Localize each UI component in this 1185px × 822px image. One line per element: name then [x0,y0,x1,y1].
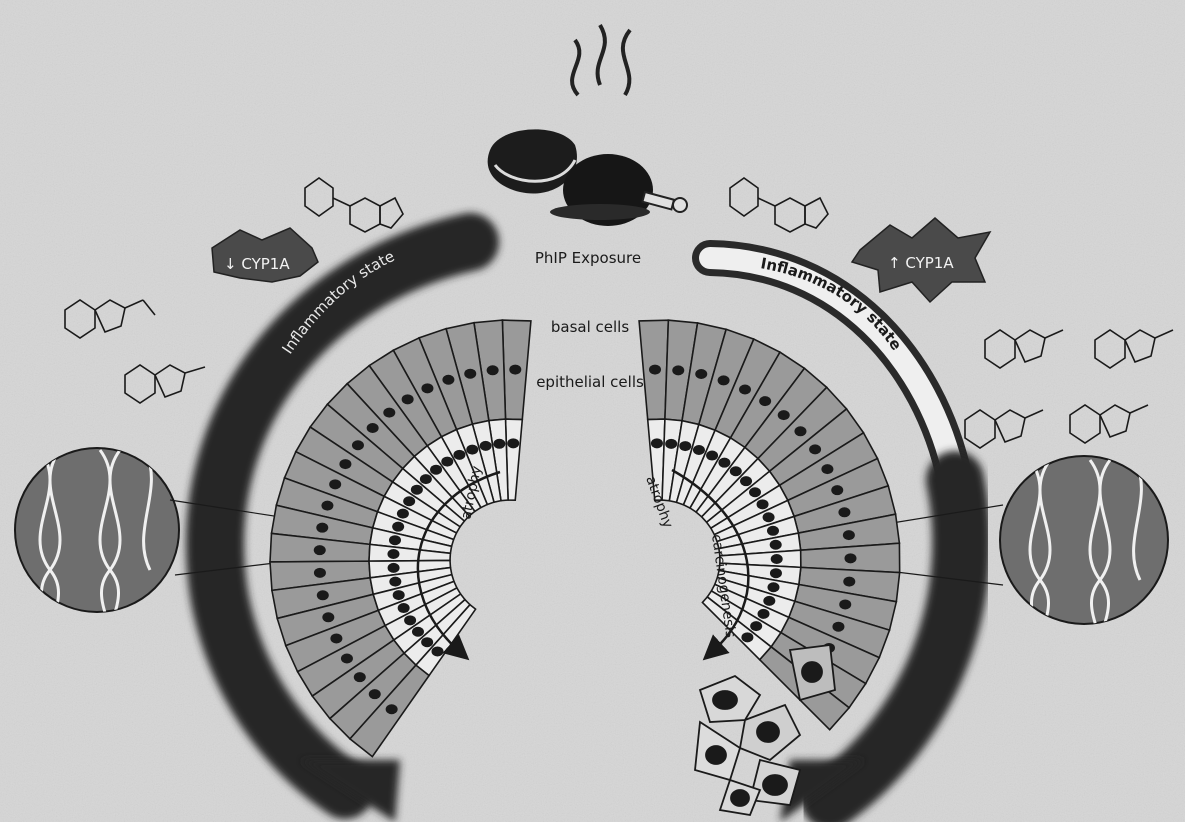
nucleus [759,396,771,406]
nucleus [679,441,691,451]
nucleus [771,554,783,564]
nucleus [314,568,326,578]
nucleus [665,439,677,449]
nucleus [706,451,718,461]
nucleus [403,496,415,506]
nucleus [402,394,414,404]
nucleus [672,365,684,375]
nucleus [843,530,855,540]
nucleus [718,375,730,385]
svg-text:↓ CYP1A: ↓ CYP1A [224,255,290,273]
nucleus [740,476,752,486]
nucleus [387,549,399,559]
nucleus [421,383,433,393]
nucleus [693,445,705,455]
nucleus [386,704,398,714]
nucleus [466,445,478,455]
nucleus [431,646,443,656]
nucleus [843,577,855,587]
nucleus [392,522,404,532]
nucleus [389,577,401,587]
nucleus [398,603,410,613]
nucleus [441,457,453,467]
nucleus [321,501,333,511]
nucleus [757,499,769,509]
basal-cells-label: basal cells [551,318,629,336]
nucleus [651,438,663,448]
nucleus [341,654,353,664]
nucleus [317,590,329,600]
down-arrow-icon: ↓ [224,255,237,273]
nucleus [354,672,366,682]
nucleus [770,568,782,578]
nucleus [388,563,400,573]
nucleus [763,596,775,606]
phip-exposure-label: PhIP Exposure [535,249,641,267]
nucleus [393,590,405,600]
nucleus [369,689,381,699]
nucleus [838,507,850,517]
epithelial-cells-label: epithelial cells [536,373,644,391]
nucleus [794,426,806,436]
nucleus [421,637,433,647]
nucleus [739,385,751,395]
nucleus [750,621,762,631]
cyp1a-right-label: CYP1A [905,254,954,272]
nucleus [758,609,770,619]
nucleus [831,485,843,495]
nucleus [420,474,432,484]
nucleus [718,458,730,468]
nucleus [487,365,499,375]
nucleus [730,466,742,476]
nucleus [809,444,821,454]
nucleus [821,464,833,474]
nucleus [767,526,779,536]
nucleus [480,441,492,451]
nucleus [778,410,790,420]
nucleus [442,375,454,385]
nucleus [314,545,326,555]
nucleus [397,509,409,519]
nucleus [352,440,364,450]
nucleus [844,553,856,563]
nucleus [322,612,334,622]
nucleus [316,523,328,533]
nucleus [389,535,401,545]
svg-text:↑ CYP1A: ↑ CYP1A [888,254,954,272]
nucleus [507,438,519,448]
nucleus [367,423,379,433]
nucleus [839,599,851,609]
nucleus [749,487,761,497]
nucleus [509,365,521,375]
nucleus [430,465,442,475]
nucleus [404,615,416,625]
nucleus [770,540,782,550]
nucleus [339,459,351,469]
nucleus [763,512,775,522]
cyp1a-left-label: CYP1A [241,255,290,273]
nucleus [767,582,779,592]
nucleus [649,365,661,375]
nucleus [411,485,423,495]
nucleus [832,622,844,632]
nucleus [453,450,465,460]
nucleus [383,408,395,418]
nucleus [695,369,707,379]
nucleus [412,627,424,637]
up-arrow-icon: ↑ [888,254,901,272]
nucleus [464,369,476,379]
nucleus [329,479,341,489]
nucleus [330,633,342,643]
nucleus [493,439,505,449]
nucleus [741,632,753,642]
